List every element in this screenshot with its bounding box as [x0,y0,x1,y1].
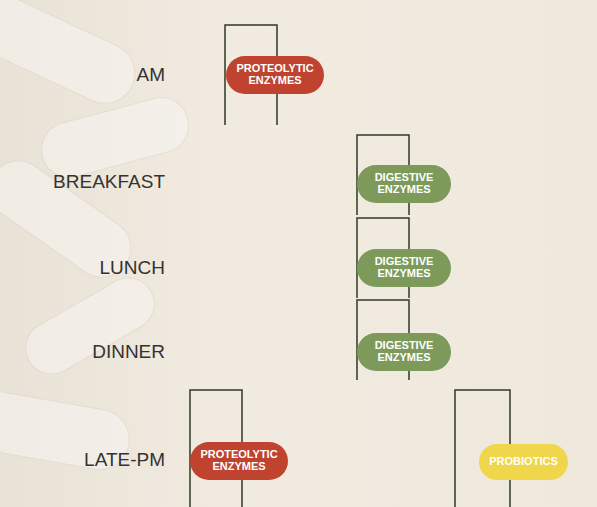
digestive-pill: DIGESTIVE ENZYMES [357,165,451,203]
pill-text: DIGESTIVE ENZYMES [366,256,442,279]
time-label: AM [137,64,166,86]
pill-text: DIGESTIVE ENZYMES [366,172,442,195]
proteolytic-pill: PROTEOLYTIC ENZYMES [190,442,288,480]
pill-text: DIGESTIVE ENZYMES [366,340,442,363]
time-label: DINNER [92,341,165,363]
digestive-pill: DIGESTIVE ENZYMES [357,249,451,287]
pill-text: PROTEOLYTIC ENZYMES [235,63,315,86]
time-label: BREAKFAST [53,171,165,193]
proteolytic-pill: PROTEOLYTIC ENZYMES [226,56,324,94]
time-label: LATE-PM [84,449,165,471]
probiotics-pill: PROBIOTICS [479,444,568,480]
time-label: LUNCH [100,257,165,279]
pill-text: PROTEOLYTIC ENZYMES [199,449,279,472]
pill-text: PROBIOTICS [489,456,557,468]
digestive-pill: DIGESTIVE ENZYMES [357,333,451,371]
